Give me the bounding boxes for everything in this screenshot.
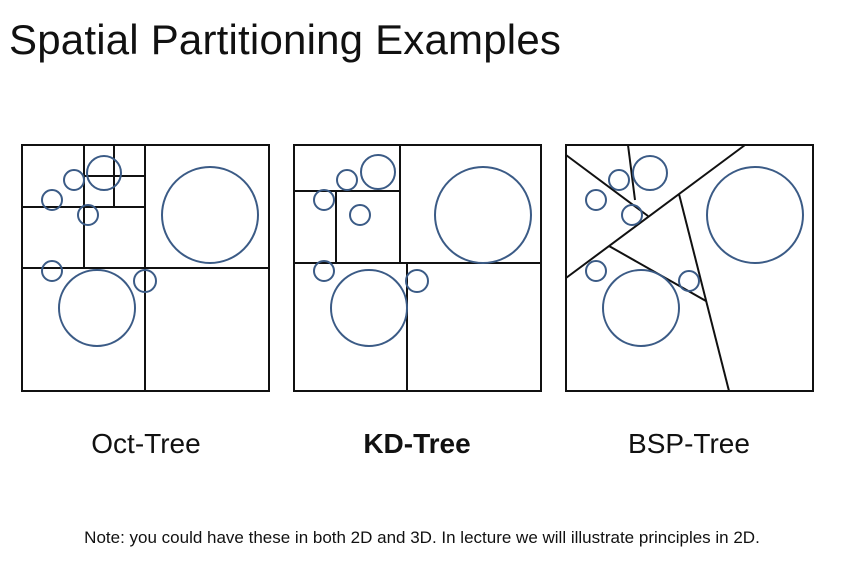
bsp-tree-caption: BSP-Tree bbox=[628, 428, 750, 459]
bsp-tree-split-line bbox=[627, 144, 636, 201]
kd-tree-object-circle bbox=[336, 169, 358, 191]
bsp-tree-object-circle bbox=[621, 204, 643, 226]
kd-tree-diagram bbox=[293, 144, 542, 392]
bsp-tree-object-circle bbox=[632, 155, 668, 191]
oct-tree-object-circle bbox=[133, 269, 157, 293]
bsp-tree-object-circle bbox=[608, 169, 630, 191]
bsp-tree-object-circle bbox=[706, 166, 804, 264]
bsp-tree-object-circle bbox=[602, 269, 680, 347]
bsp-tree-bounding-box bbox=[565, 144, 814, 392]
kd-tree-object-circle bbox=[313, 189, 335, 211]
kd-tree-caption: KD-Tree bbox=[363, 428, 471, 459]
oct-tree-object-circle bbox=[77, 204, 99, 226]
oct-tree-object-circle bbox=[58, 269, 136, 347]
kd-tree-bounding-box bbox=[293, 144, 542, 392]
bsp-tree-object-circle bbox=[678, 270, 700, 292]
oct-tree-object-circle bbox=[63, 169, 85, 191]
bsp-tree-object-circle bbox=[585, 260, 607, 282]
slide-title: Spatial Partitioning Examples bbox=[9, 16, 562, 63]
kd-tree-object-circle bbox=[313, 260, 335, 282]
kd-tree-object-circle bbox=[360, 154, 396, 190]
bsp-tree-diagram bbox=[565, 144, 814, 392]
oct-tree-diagram bbox=[21, 144, 270, 392]
oct-tree-object-circle bbox=[41, 189, 63, 211]
kd-tree-object-circle bbox=[349, 204, 371, 226]
oct-tree-caption: Oct-Tree bbox=[91, 428, 201, 459]
oct-tree-object-circle bbox=[86, 155, 122, 191]
oct-tree-object-circle bbox=[41, 260, 63, 282]
bsp-tree-split-line bbox=[678, 193, 730, 392]
bsp-tree-split-line bbox=[565, 144, 746, 279]
footnote: Note: you could have these in both 2D an… bbox=[84, 528, 760, 547]
kd-tree-object-circle bbox=[405, 269, 429, 293]
kd-tree-object-circle bbox=[434, 166, 532, 264]
bsp-tree-object-circle bbox=[585, 189, 607, 211]
oct-tree-object-circle bbox=[161, 166, 259, 264]
kd-tree-object-circle bbox=[330, 269, 408, 347]
